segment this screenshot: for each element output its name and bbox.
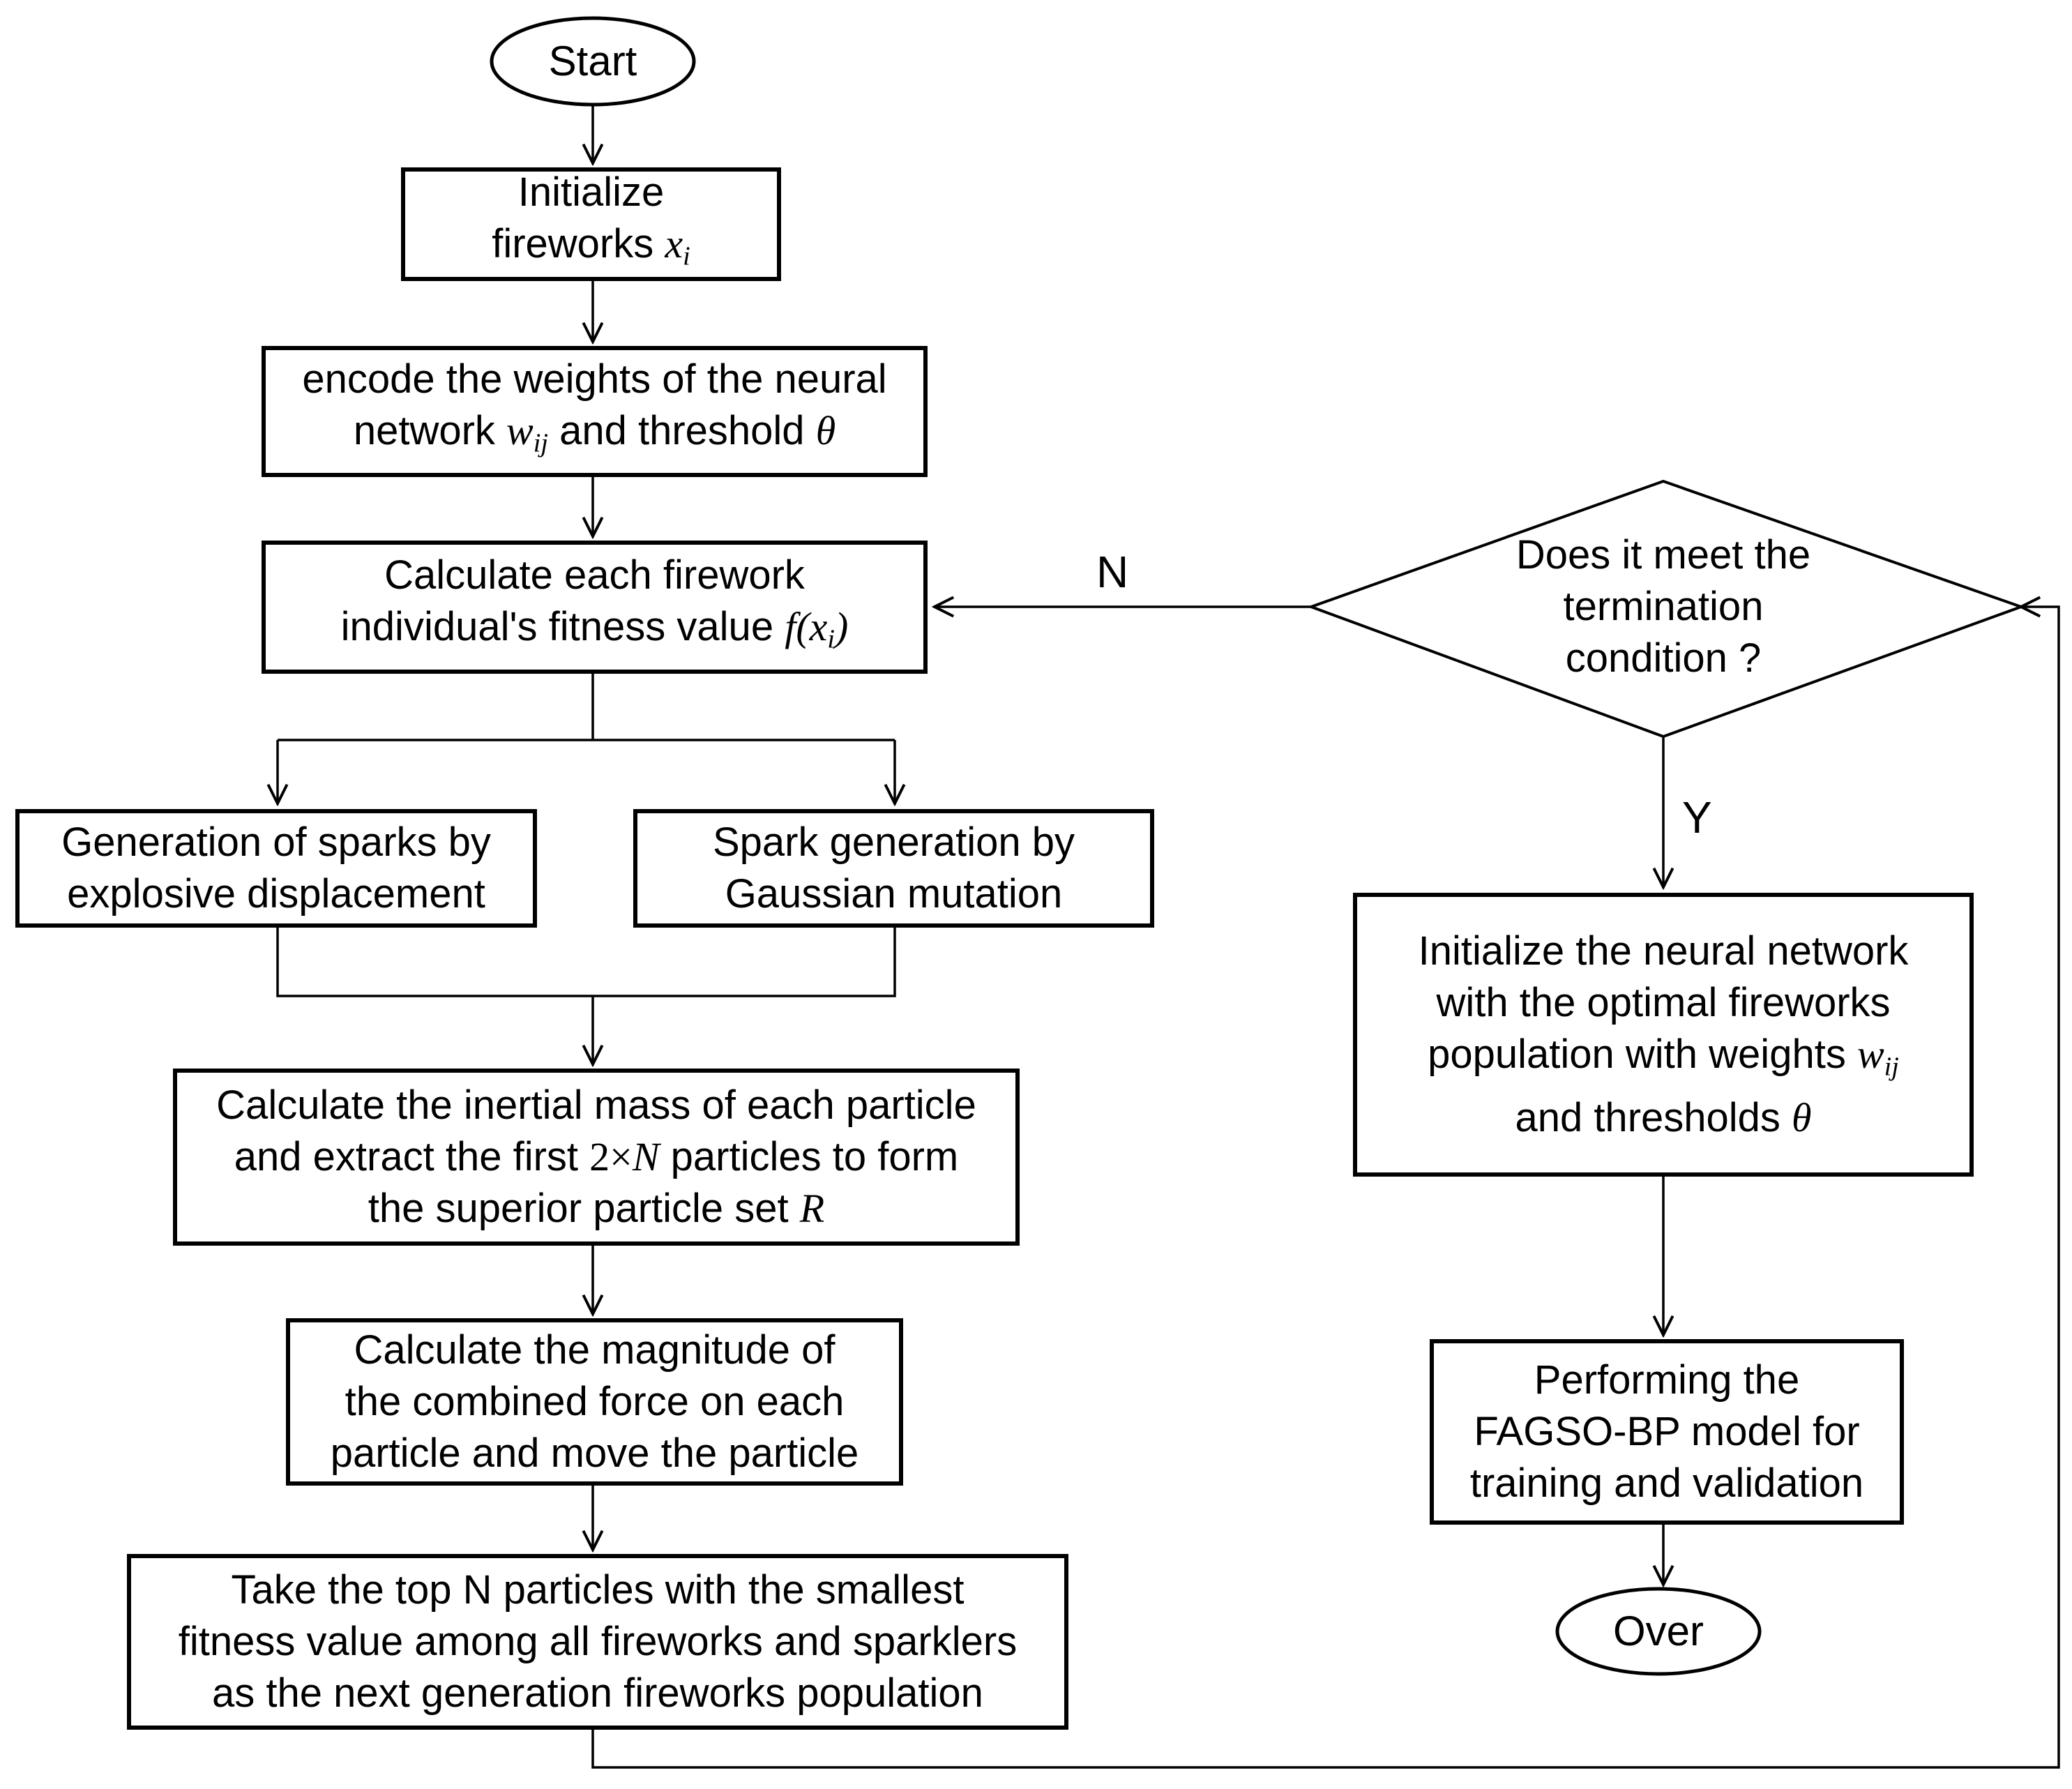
termination-line2: termination bbox=[1563, 584, 1764, 629]
perform-line3: training and validation bbox=[1469, 1460, 1864, 1506]
math-sub-i: i bbox=[683, 241, 690, 271]
initialize-fireworks-line2-text: fireworks bbox=[492, 220, 665, 266]
node-combined-force: Calculate the magnitude of the combined … bbox=[286, 1318, 903, 1486]
math-sub-i: i bbox=[827, 624, 835, 654]
combined-force-line3: particle and move the particle bbox=[330, 1431, 859, 1476]
inertial-mass-line3: the superior particle set R bbox=[368, 1183, 824, 1235]
node-initialize-fireworks: Initialize fireworks xi bbox=[401, 167, 781, 281]
math-var-R: R bbox=[799, 1186, 825, 1231]
initialize-network-line2: with the optimal fireworks bbox=[1436, 979, 1891, 1025]
node-perform-fagso-bp: Performing the FAGSO-BP model for traini… bbox=[1430, 1339, 1904, 1525]
calculate-fitness-line2: individual's fitness value f(xi) bbox=[341, 601, 849, 665]
math-sub-ij: ij bbox=[1884, 1052, 1899, 1082]
fitness-line2-text: individual's fitness value bbox=[340, 603, 785, 649]
math-var-w: w bbox=[1857, 1031, 1884, 1077]
encode-weights-line1: encode the weights of the neural bbox=[302, 356, 887, 402]
inertial-mass-line1: Calculate the inertial mass of each part… bbox=[216, 1082, 976, 1128]
termination-line1: Does it meet the bbox=[1515, 532, 1811, 578]
encode-weights-line2: network wij and threshold θ bbox=[354, 405, 835, 469]
initialize-network-line3: population with weights wij bbox=[1428, 1029, 1899, 1093]
node-start: Start bbox=[492, 18, 694, 105]
math-close-paren: ) bbox=[835, 603, 849, 649]
perform-line2: FAGSO-BP model for bbox=[1474, 1409, 1860, 1454]
sparks-gaussian-line1: Spark generation by bbox=[712, 820, 1075, 865]
sparks-gaussian-line2: Gaussian mutation bbox=[725, 871, 1063, 916]
termination-decision-shape bbox=[1307, 479, 2025, 739]
math-num-2x: 2× bbox=[589, 1134, 633, 1179]
over-terminator-shape bbox=[1555, 1587, 1762, 1676]
take-top-n-line2: fitness value among all fireworks and sp… bbox=[178, 1619, 1018, 1664]
sparks-explosive-line2: explosive displacement bbox=[67, 871, 485, 916]
math-open-x: (x bbox=[796, 603, 828, 649]
node-inertial-mass: Calculate the inertial mass of each part… bbox=[173, 1069, 1020, 1246]
edge-sparks-merge bbox=[276, 928, 896, 997]
initialize-network-line1: Initialize the neural network bbox=[1418, 928, 1909, 974]
node-initialize-network: Initialize the neural network with the o… bbox=[1353, 893, 1974, 1177]
math-var-theta: θ bbox=[1792, 1095, 1812, 1141]
start-label: Start bbox=[548, 38, 637, 84]
math-var-x: x bbox=[665, 220, 683, 266]
start-terminator-shape bbox=[490, 16, 696, 107]
edge-label-no: N bbox=[1096, 547, 1129, 597]
combined-force-line1: Calculate the magnitude of bbox=[354, 1327, 835, 1373]
initialize-fireworks-line2: fireworks xi bbox=[492, 218, 690, 282]
initialize-fireworks-line1: Initialize bbox=[517, 169, 665, 215]
take-top-n-line3: as the next generation fireworks populat… bbox=[212, 1670, 983, 1716]
initialize-network-line4: and thresholds θ bbox=[1515, 1092, 1811, 1144]
over-label: Over bbox=[1612, 1608, 1704, 1654]
inertial-line3-text: the superior particle set bbox=[368, 1186, 800, 1231]
encode-line2-text-b: and threshold bbox=[547, 408, 816, 454]
encode-line2-text-a: network bbox=[353, 408, 507, 454]
combined-force-line2: the combined force on each bbox=[345, 1379, 845, 1424]
math-var-w: w bbox=[506, 408, 534, 454]
edge-label-yes: Y bbox=[1682, 792, 1712, 843]
math-var-N: N bbox=[632, 1134, 660, 1179]
inertial-mass-line2: and extract the first 2×N particles to f… bbox=[234, 1131, 958, 1183]
init-network-line3-text: population with weights bbox=[1428, 1031, 1857, 1077]
node-take-top-n: Take the top N particles with the smalle… bbox=[127, 1554, 1068, 1730]
math-sub-ij: ij bbox=[533, 428, 548, 458]
calculate-fitness-line1: Calculate each firework bbox=[384, 552, 805, 598]
math-var-theta: θ bbox=[815, 408, 836, 454]
node-over: Over bbox=[1557, 1589, 1760, 1674]
init-network-line4-text: and thresholds bbox=[1515, 1095, 1792, 1141]
node-calculate-fitness: Calculate each firework individual's fit… bbox=[262, 541, 928, 674]
node-sparks-gaussian: Spark generation by Gaussian mutation bbox=[633, 809, 1154, 928]
inertial-line2-text-a: and extract the first bbox=[234, 1134, 590, 1179]
edge-topn-loop-to-termination bbox=[591, 607, 2060, 1769]
termination-line3: condition ? bbox=[1565, 635, 1762, 681]
math-var-f: f bbox=[785, 603, 796, 649]
node-encode-weights: encode the weights of the neural network… bbox=[262, 346, 928, 477]
take-top-n-line1: Take the top N particles with the smalle… bbox=[231, 1567, 965, 1613]
node-sparks-explosive: Generation of sparks by explosive displa… bbox=[15, 809, 537, 928]
inertial-line2-text-b: particles to form bbox=[659, 1134, 959, 1179]
sparks-explosive-line1: Generation of sparks by bbox=[61, 820, 491, 865]
node-termination-decision: Does it meet the termination condition ? bbox=[1384, 527, 1942, 687]
perform-line1: Performing the bbox=[1534, 1357, 1800, 1403]
